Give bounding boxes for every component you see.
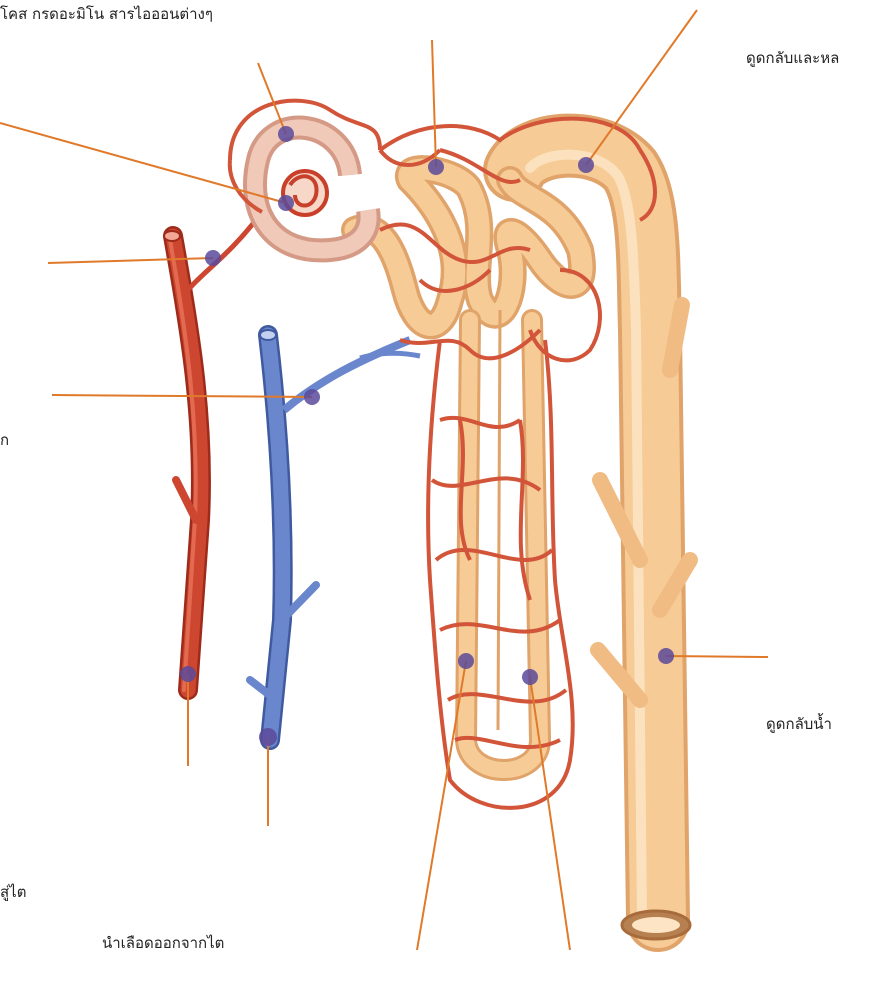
marker-dot — [428, 159, 444, 175]
marker-dot — [458, 653, 474, 669]
renal-artery — [164, 212, 262, 690]
marker-dot — [205, 250, 221, 266]
nephron-tubule — [355, 169, 582, 770]
marker-dot — [304, 389, 320, 405]
bowman-capsule — [255, 128, 369, 251]
marker-dot — [180, 666, 196, 682]
marker-dot — [522, 669, 538, 685]
renal-vein — [250, 330, 420, 740]
marker-dot — [278, 195, 294, 211]
marker-dot — [278, 126, 294, 142]
marker-dot — [658, 648, 674, 664]
marker-dot — [259, 728, 277, 746]
marker-dot — [578, 157, 594, 173]
